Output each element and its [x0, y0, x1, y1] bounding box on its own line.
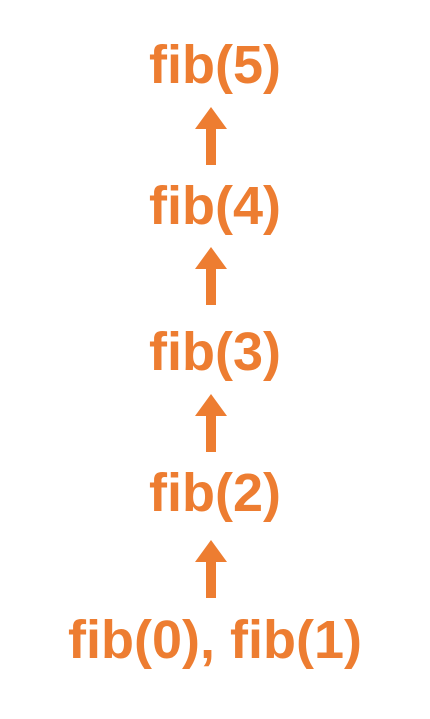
- node-fib-5: fib(5): [149, 35, 281, 95]
- node-fib-4: fib(4): [149, 176, 281, 236]
- arrow-up-icon: [193, 105, 229, 167]
- node-fib-2: fib(2): [149, 463, 281, 523]
- node-fib-0-1: fib(0), fib(1): [68, 610, 362, 670]
- arrow-up-icon: [193, 392, 229, 454]
- node-fib-3: fib(3): [149, 322, 281, 382]
- arrow-up-icon: [193, 538, 229, 600]
- arrow-up-icon: [193, 245, 229, 307]
